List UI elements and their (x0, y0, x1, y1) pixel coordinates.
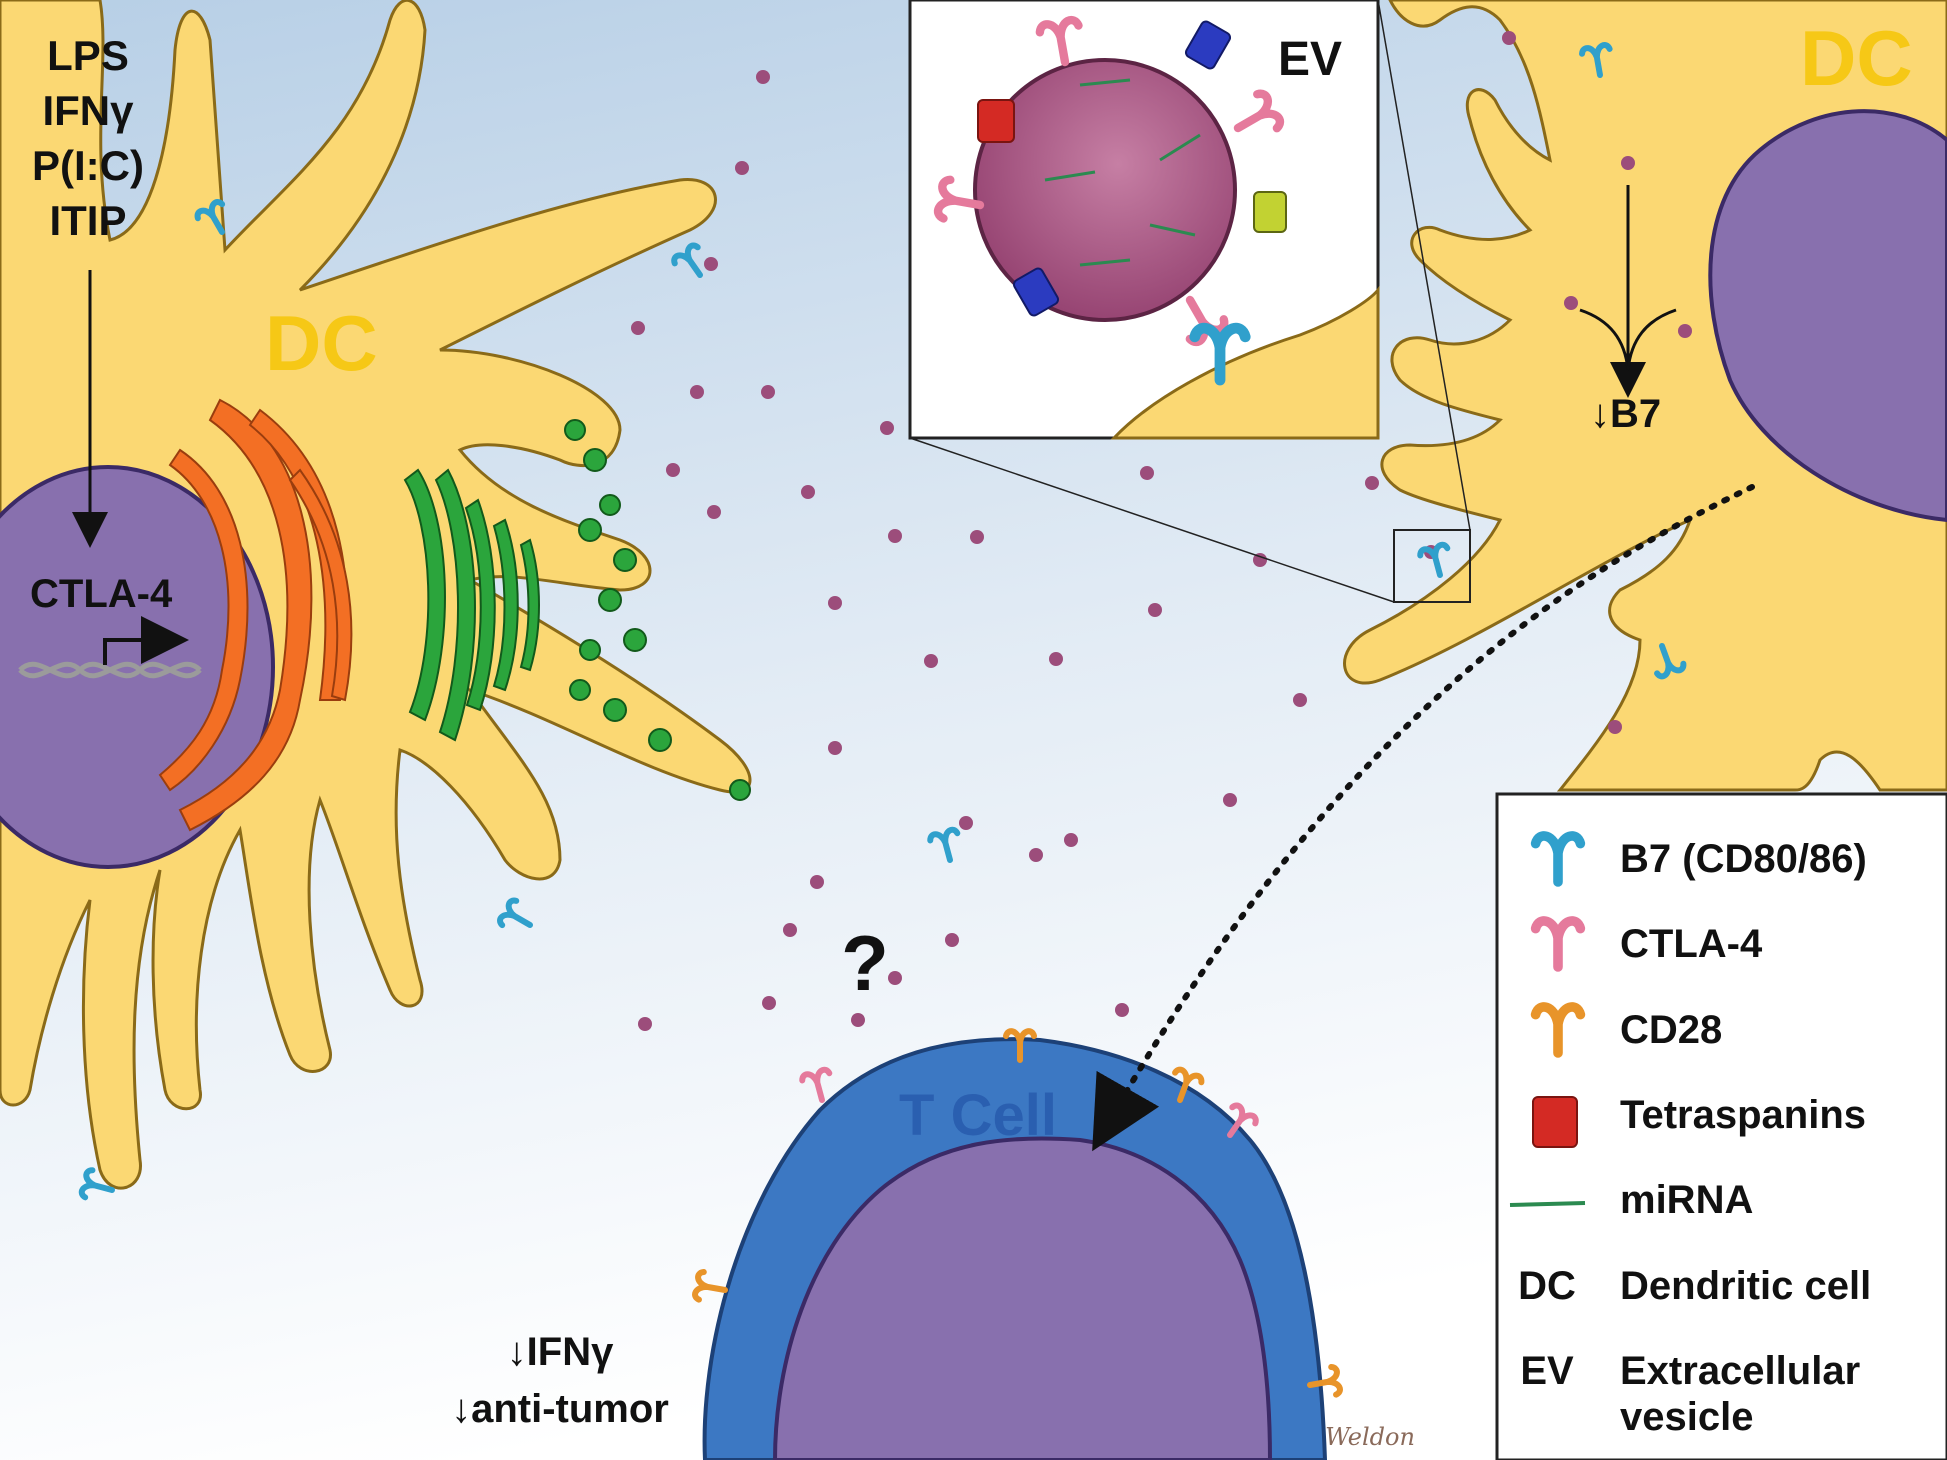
stimulus-label: ITIP (49, 197, 126, 244)
legend-mirna-icon (1509, 1201, 1586, 1207)
artist-signature: Weldon (1325, 1423, 1415, 1451)
ev-inset-dc-membrane (1110, 285, 1380, 440)
golgi-apparatus (403, 468, 540, 742)
ev-inset-label: EV (1278, 33, 1342, 86)
zoom-region-box (1393, 529, 1471, 603)
question-mark: ? (841, 919, 889, 1007)
left-dc-label: DC (265, 299, 378, 387)
dna-helix-icon (18, 661, 202, 679)
extracellular-vesicle-particles (631, 31, 1692, 1031)
ev-inset (908, 0, 1380, 440)
legend-tetraspanin-icon (1532, 1096, 1578, 1148)
legend-label-cd28: CD28 (1620, 1008, 1722, 1052)
ev-vesicle (973, 58, 1237, 322)
stimulus-label: IFNγ (42, 87, 134, 134)
tetraspanin-icon (977, 20, 1287, 317)
legend-label-ctla4: CTLA-4 (1620, 922, 1763, 966)
b7-downregulation-arrows (1579, 185, 1677, 398)
stimulus-label: LPS (47, 32, 129, 79)
zoom-line-upper (1377, 0, 1471, 531)
legend-labels: B7 (CD80/86) CTLA-4 CD28 Tetraspanins mi… (1518, 837, 1871, 1439)
legend-label-mirna: miRNA (1620, 1178, 1753, 1222)
b7-down-label: ↓B7 (1590, 392, 1661, 436)
transcription-arrow (103, 616, 189, 665)
stimuli-list: LPS IFNγ P(I:C) ITIP (32, 32, 144, 244)
t-cell-nucleus (772, 1136, 1273, 1460)
legend-label-b7: B7 (CD80/86) (1620, 837, 1867, 881)
zoom-line-lower (909, 437, 1395, 603)
ifn-down-label: ↓IFNγ (507, 1330, 614, 1374)
stimulus-label: P(I:C) (32, 142, 144, 189)
legend-symbol-dc: DC (1518, 1264, 1576, 1308)
legend (1495, 792, 1947, 1460)
antitumor-down-label: ↓anti-tumor (451, 1387, 669, 1431)
ctla4-gene-label: CTLA-4 (30, 572, 173, 616)
endoplasmic-reticulum (158, 398, 353, 832)
legend-label-dendritic-cell: Dendritic cell (1620, 1264, 1871, 1308)
right-dc-nucleus (1708, 109, 1947, 523)
t-cell-label: T Cell (899, 1083, 1057, 1148)
legend-symbol-ev: EV (1520, 1349, 1574, 1393)
mirna-icon (1044, 78, 1201, 267)
golgi-vesicles (564, 419, 751, 801)
legend-label-tetraspanins: Tetraspanins (1620, 1093, 1866, 1137)
right-dc-label: DC (1800, 14, 1913, 102)
dotted-pathway-arrow (1092, 484, 1755, 1152)
